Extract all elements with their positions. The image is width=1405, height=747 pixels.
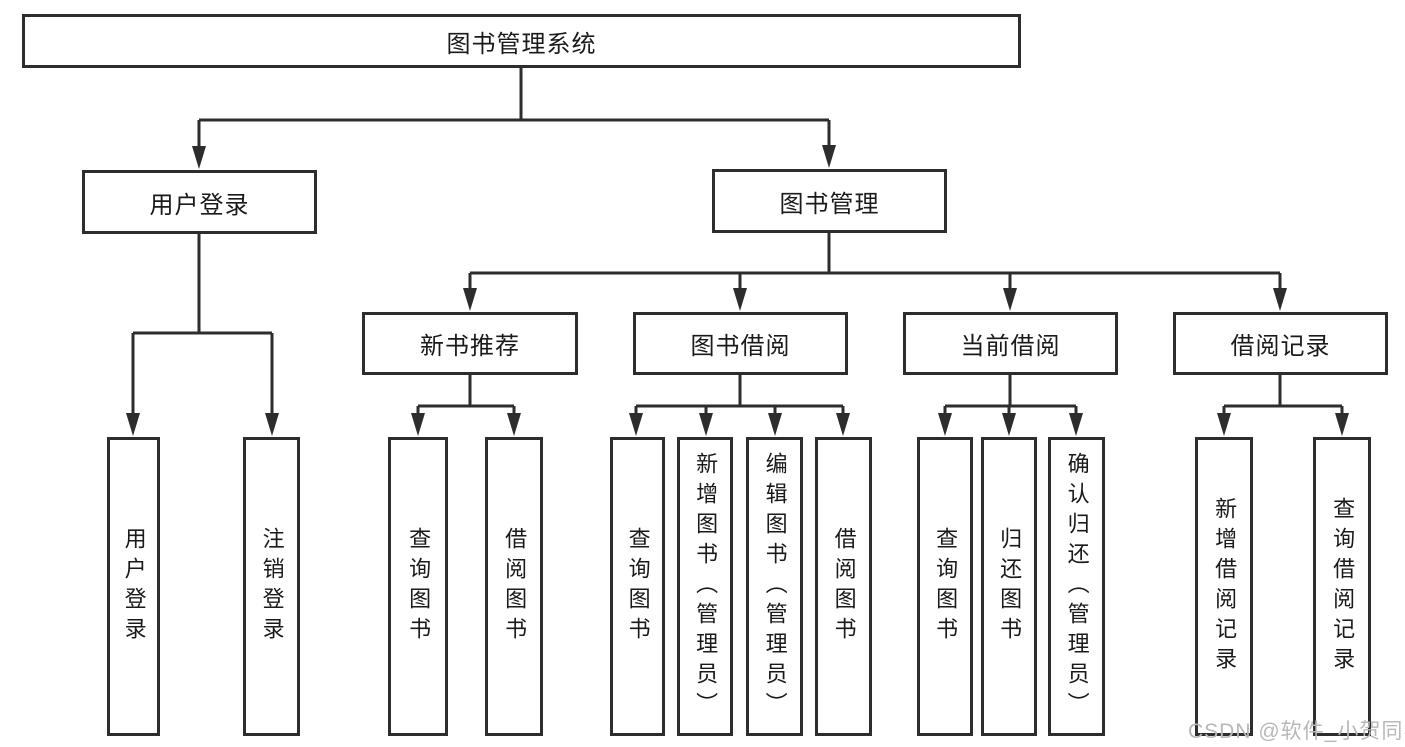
node-root-library-management-system: 图书管理系统	[22, 14, 1021, 68]
node-current-borrowing: 当前借阅	[903, 312, 1118, 375]
node-label: 新增借阅记录	[1212, 496, 1238, 677]
node-label: 用户登录	[121, 526, 147, 647]
connector-current-borrow-children	[938, 375, 1083, 436]
csdn-watermark: CSDN @软件_小贺同学	[1188, 720, 1405, 743]
leaf-query-books-3: 查询图书	[917, 437, 973, 736]
leaf-confirm-return-admin: 确认归还（管理员）	[1048, 437, 1105, 736]
connector-user-login-children	[126, 234, 279, 436]
connector-book-mgmt-to-level3	[463, 233, 1287, 311]
node-label: 查询图书	[933, 526, 959, 647]
node-label: 新书推荐	[420, 333, 520, 360]
connector-book-borrow-children	[629, 375, 850, 436]
leaf-query-borrow-record: 查询借阅记录	[1313, 437, 1371, 736]
node-borrowing-records: 借阅记录	[1173, 312, 1388, 375]
leaf-add-borrow-record: 新增借阅记录	[1195, 437, 1253, 736]
connector-root-to-level2	[192, 68, 836, 169]
node-label: 借阅图书	[831, 526, 857, 647]
node-label: 查询图书	[406, 526, 432, 647]
node-label: 确认归还（管理员）	[1064, 451, 1090, 722]
connector-new-book-rec-children	[411, 375, 521, 436]
node-label: 注销登录	[259, 526, 285, 647]
leaf-user-login: 用户登录	[107, 437, 160, 736]
node-label: 编辑图书（管理员）	[762, 451, 788, 722]
leaf-query-books-2: 查询图书	[610, 437, 665, 736]
node-label: 图书管理系统	[446, 30, 597, 58]
leaf-return-books: 归还图书	[981, 437, 1037, 736]
node-label: 查询图书	[625, 526, 651, 647]
leaf-borrow-books-1: 借阅图书	[485, 437, 543, 736]
node-label: 图书管理	[779, 190, 880, 218]
node-label: 当前借阅	[960, 333, 1061, 360]
leaf-add-books-admin: 新增图书（管理员）	[677, 437, 733, 736]
leaf-borrow-books-2: 借阅图书	[815, 437, 872, 736]
node-label: 用户登录	[149, 191, 250, 219]
node-book-management: 图书管理	[712, 169, 947, 233]
node-new-book-recommendation: 新书推荐	[362, 312, 578, 375]
node-label: 归还图书	[997, 526, 1023, 647]
node-book-borrowing: 图书借阅	[633, 312, 848, 375]
node-label: 借阅图书	[502, 526, 528, 647]
node-label: 借阅记录	[1230, 333, 1331, 360]
leaf-edit-books-admin: 编辑图书（管理员）	[746, 437, 803, 736]
node-user-login: 用户登录	[82, 170, 317, 234]
node-label: 查询借阅记录	[1330, 496, 1356, 677]
connector-borrow-record-children	[1217, 375, 1349, 436]
node-label: 新增图书（管理员）	[693, 451, 719, 722]
leaf-logout: 注销登录	[243, 437, 300, 736]
leaf-query-books-1: 查询图书	[388, 437, 448, 736]
node-label: 图书借阅	[690, 333, 791, 360]
